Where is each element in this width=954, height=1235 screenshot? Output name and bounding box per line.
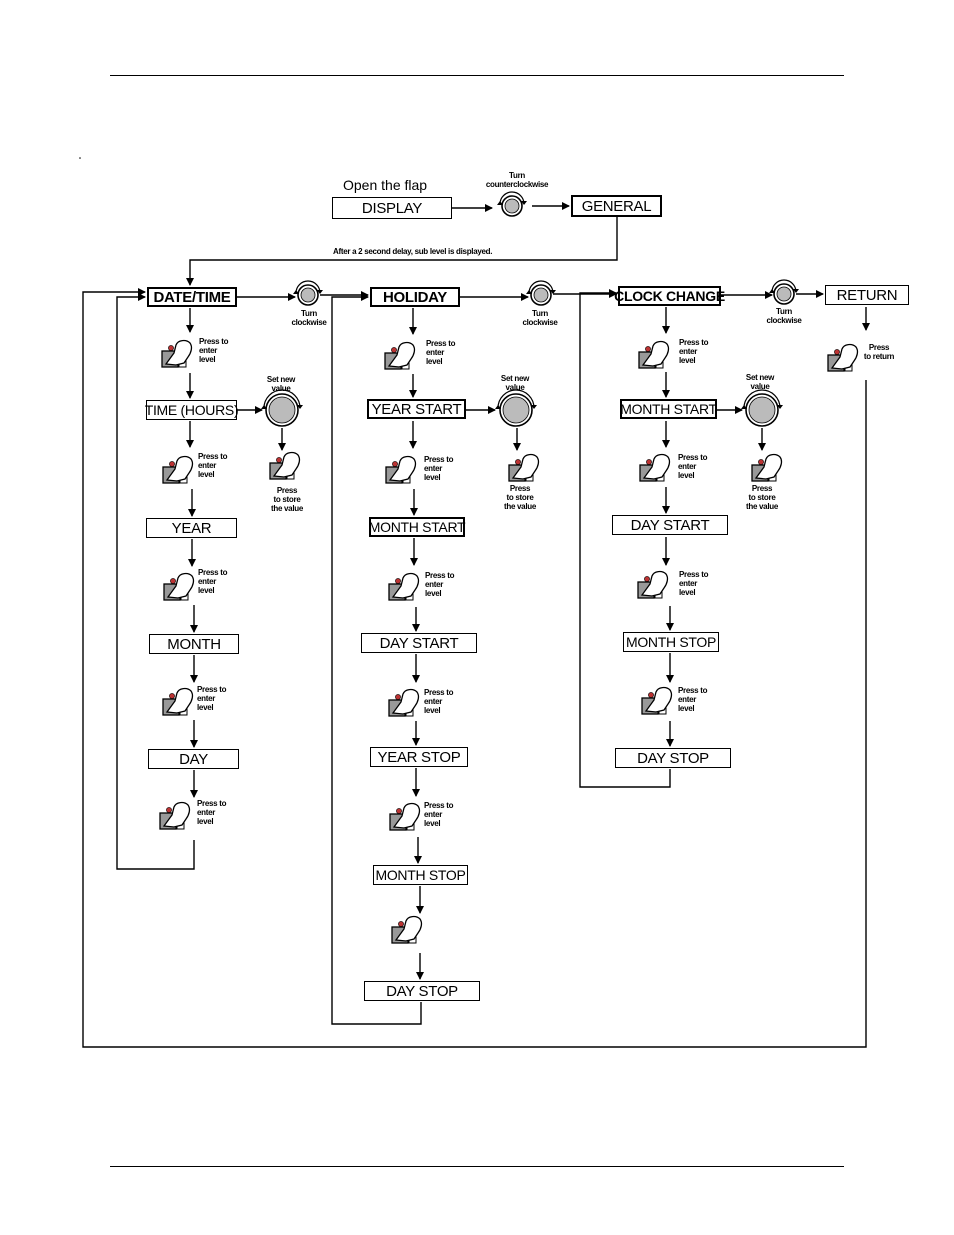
bottom-rule bbox=[110, 1166, 844, 1167]
hand-press-icon[interactable] bbox=[269, 451, 301, 480]
time-hours-box[interactable]: TIME (HOURS) bbox=[144, 400, 239, 420]
press-enter-label-dt2: Press to enter level bbox=[198, 452, 228, 479]
turn-clockwise-label-1: Turn clockwise bbox=[291, 309, 327, 327]
general-box[interactable]: GENERAL bbox=[571, 195, 662, 217]
hand-press-icon[interactable] bbox=[639, 453, 671, 482]
press-enter-label-dt5: Press to enter level bbox=[197, 799, 227, 826]
hand-press-icon[interactable] bbox=[388, 572, 420, 601]
month-box[interactable]: MONTH bbox=[149, 634, 239, 654]
press-enter-label-c1: Press to enter level bbox=[679, 338, 709, 365]
press-enter-label-c3: Press to enter level bbox=[679, 570, 709, 597]
holiday-year-stop-box[interactable]: YEAR STOP bbox=[370, 747, 468, 767]
press-enter-label-h1: Press to enter level bbox=[426, 339, 456, 366]
year-box[interactable]: YEAR bbox=[146, 518, 237, 538]
hand-press-icon[interactable] bbox=[159, 801, 191, 830]
hand-press-icon[interactable] bbox=[162, 455, 194, 484]
turn-clockwise-label-2: Turn clockwise bbox=[522, 309, 558, 327]
hand-press-icon[interactable] bbox=[388, 688, 420, 717]
dial-icon[interactable] bbox=[769, 279, 799, 305]
arrow-icon bbox=[116, 293, 195, 870]
display-box[interactable]: DISPLAY bbox=[332, 197, 452, 219]
hand-press-icon[interactable] bbox=[641, 686, 673, 715]
return-box[interactable]: RETURN bbox=[825, 285, 909, 305]
hand-press-icon[interactable] bbox=[827, 343, 859, 372]
press-store-label-2: Press to store the value bbox=[504, 484, 536, 511]
dial-large-icon[interactable] bbox=[261, 389, 303, 427]
hand-press-icon[interactable] bbox=[162, 687, 194, 716]
holiday-day-stop-box[interactable]: DAY STOP bbox=[364, 981, 480, 1001]
hand-press-icon[interactable] bbox=[389, 802, 421, 831]
press-return-label: Press to return bbox=[863, 343, 895, 361]
day-box[interactable]: DAY bbox=[148, 749, 239, 769]
clock-day-stop-box[interactable]: DAY STOP bbox=[615, 748, 731, 768]
dial-icon[interactable] bbox=[497, 191, 527, 217]
arrow-icon bbox=[331, 293, 422, 1025]
delay-note: After a 2 second delay, sub level is dis… bbox=[333, 247, 493, 256]
hand-press-icon[interactable] bbox=[637, 570, 669, 599]
press-enter-label-h2: Press to enter level bbox=[424, 455, 454, 482]
turn-ccw-label: Turn counterclockwise bbox=[485, 171, 549, 189]
clock-day-start-box[interactable]: DAY START bbox=[612, 515, 728, 535]
holiday-month-start-box[interactable]: MONTH START bbox=[368, 517, 466, 537]
holiday-month-stop-box[interactable]: MONTH STOP bbox=[373, 865, 468, 885]
arrow-icon bbox=[82, 288, 867, 1048]
dial-icon[interactable] bbox=[293, 280, 323, 306]
date-time-box[interactable]: DATE/TIME bbox=[147, 287, 237, 307]
press-enter-label-dt1: Press to enter level bbox=[199, 337, 229, 364]
dial-icon[interactable] bbox=[526, 280, 556, 306]
holiday-box[interactable]: HOLIDAY bbox=[370, 287, 460, 307]
press-store-label-1: Press to store the value bbox=[271, 486, 303, 513]
press-enter-label-h4: Press to enter level bbox=[424, 688, 454, 715]
clock-change-box[interactable]: CLOCK CHANGE bbox=[614, 286, 725, 306]
holiday-day-start-box[interactable]: DAY START bbox=[361, 633, 477, 653]
set-new-value-label-3: Set new value bbox=[745, 373, 775, 391]
press-enter-label-c4: Press to enter level bbox=[678, 686, 708, 713]
press-enter-label-c2: Press to enter level bbox=[678, 453, 708, 480]
press-enter-label-dt3: Press to enter level bbox=[198, 568, 228, 595]
hand-press-icon[interactable] bbox=[638, 340, 670, 369]
arrow-icon bbox=[186, 217, 618, 286]
press-enter-label-h5: Press to enter level bbox=[424, 801, 454, 828]
turn-clockwise-label-3: Turn clockwise bbox=[766, 307, 802, 325]
open-flap-label: Open the flap bbox=[343, 177, 428, 193]
top-rule bbox=[110, 75, 844, 76]
clock-month-start-box[interactable]: MONTH START bbox=[620, 399, 717, 419]
set-new-value-label-1: Set new value bbox=[266, 375, 296, 393]
dial-large-icon[interactable] bbox=[741, 389, 783, 427]
arrow-icon bbox=[579, 289, 671, 788]
hand-press-icon[interactable] bbox=[385, 455, 417, 484]
set-new-value-label-2: Set new value bbox=[500, 374, 530, 392]
hand-press-icon[interactable] bbox=[391, 915, 423, 944]
holiday-year-start-box[interactable]: YEAR START bbox=[367, 399, 466, 419]
press-enter-label-dt4: Press to enter level bbox=[197, 685, 227, 712]
clock-month-stop-box[interactable]: MONTH STOP bbox=[623, 632, 719, 652]
hand-press-icon[interactable] bbox=[751, 453, 783, 482]
hand-press-icon[interactable] bbox=[163, 572, 195, 601]
press-store-label-3: Press to store the value bbox=[746, 484, 778, 511]
press-enter-label-h3: Press to enter level bbox=[425, 571, 455, 598]
scan-dot bbox=[79, 157, 81, 159]
hand-press-icon[interactable] bbox=[384, 341, 416, 370]
hand-press-icon[interactable] bbox=[161, 339, 193, 368]
hand-press-icon[interactable] bbox=[508, 453, 540, 482]
dial-large-icon[interactable] bbox=[495, 389, 537, 427]
